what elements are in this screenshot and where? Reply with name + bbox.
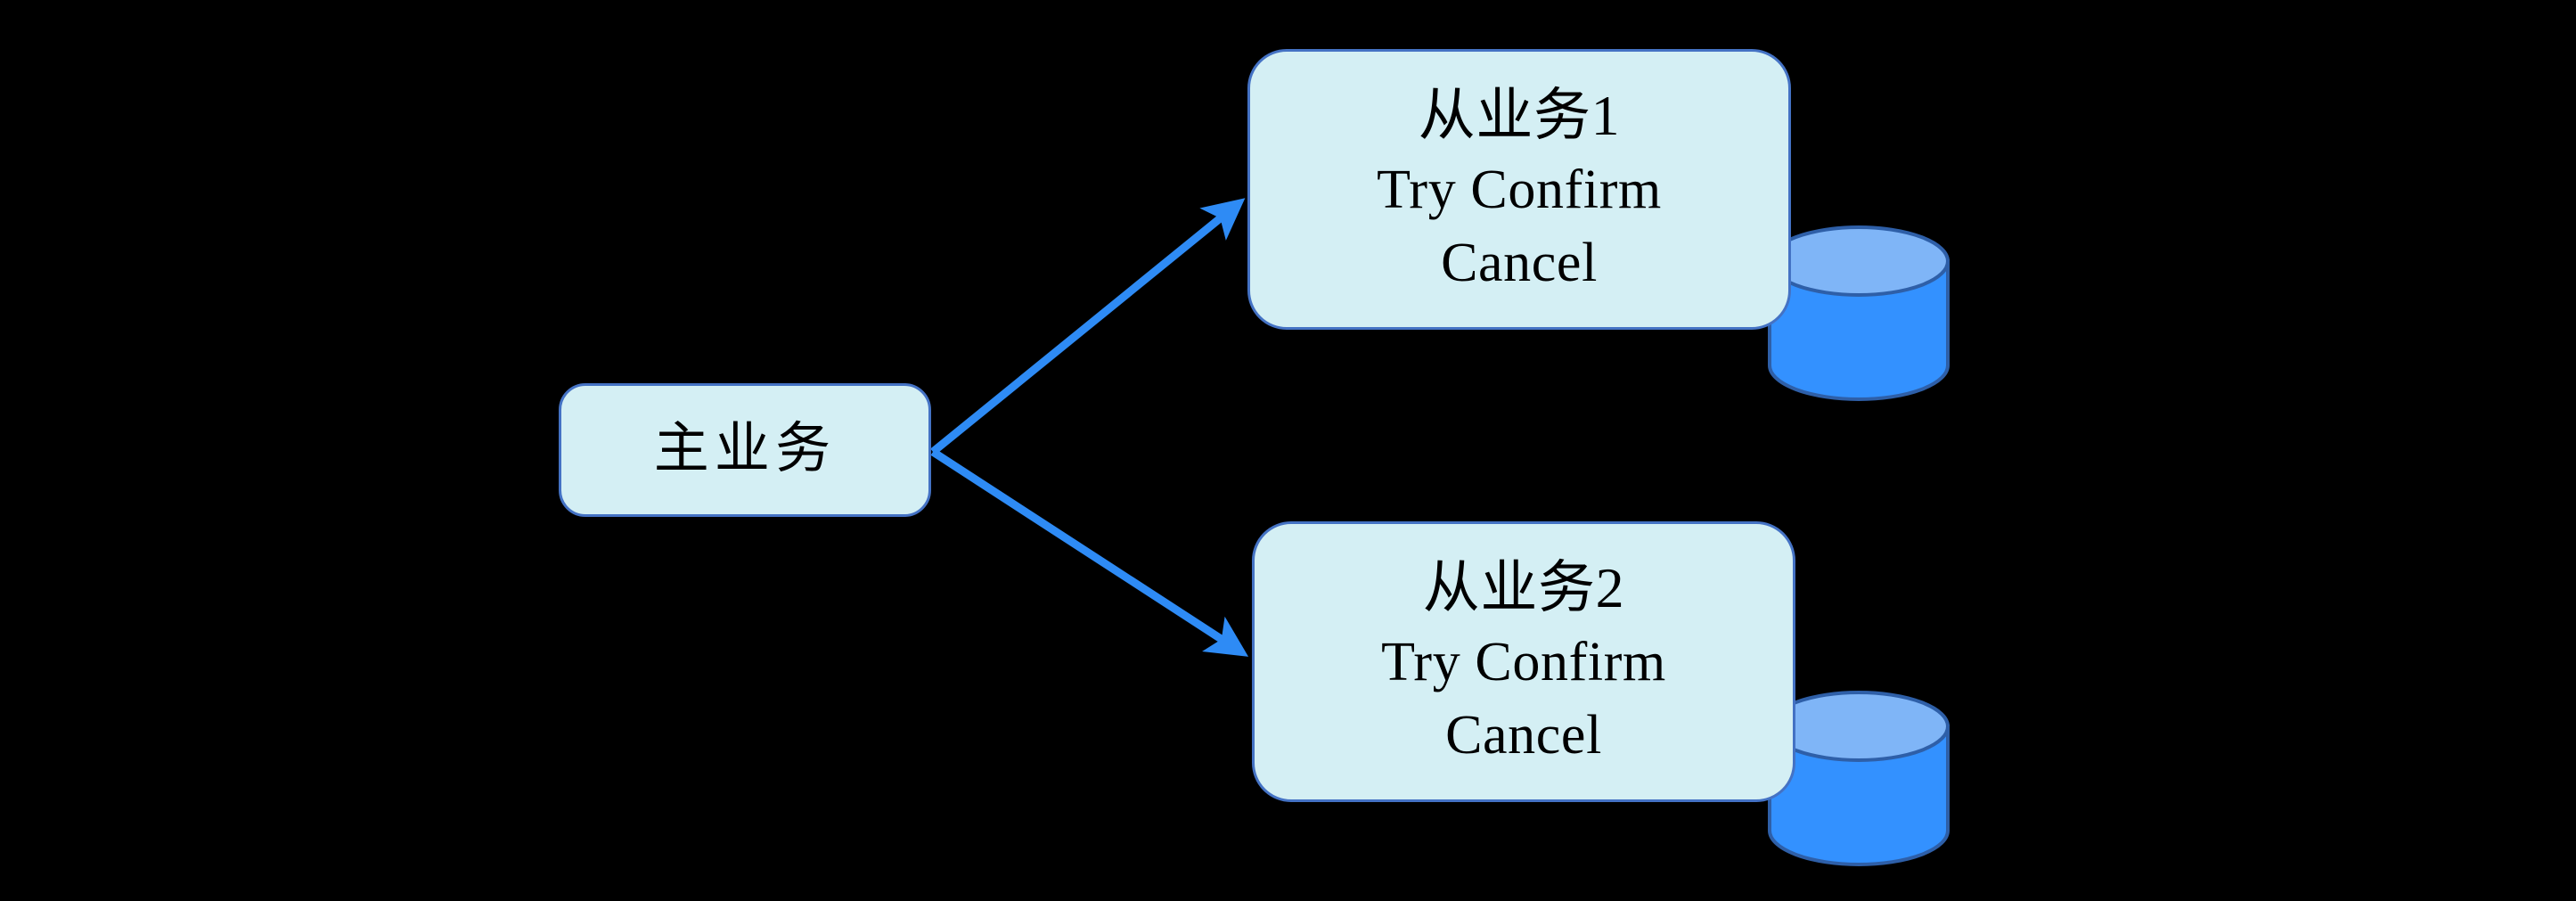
arrow-icon-to-branch-1 bbox=[930, 198, 1246, 455]
arrow-icon-to-branch-2 bbox=[930, 448, 1249, 657]
node-branch-business-1[interactable]: 从业务1 Try Confirm Cancel bbox=[1247, 49, 1791, 330]
node-main-business[interactable]: 主业务 bbox=[559, 383, 931, 517]
node-main-business-label: 主业务 bbox=[653, 419, 837, 480]
database-cylinder-icon-2 bbox=[1768, 691, 1950, 866]
node-branch-business-1-title: 从业务1 bbox=[1418, 84, 1621, 148]
node-branch-business-2-line3: Cancel bbox=[1445, 704, 1602, 766]
database-cylinder-icon-1 bbox=[1768, 225, 1950, 401]
node-branch-business-2-title: 从业务2 bbox=[1422, 556, 1625, 620]
node-branch-business-2[interactable]: 从业务2 Try Confirm Cancel bbox=[1252, 521, 1795, 802]
node-branch-business-2-line2: Try Confirm bbox=[1381, 631, 1666, 692]
node-branch-business-1-line2: Try Confirm bbox=[1377, 159, 1662, 220]
node-branch-business-1-line3: Cancel bbox=[1441, 232, 1598, 293]
